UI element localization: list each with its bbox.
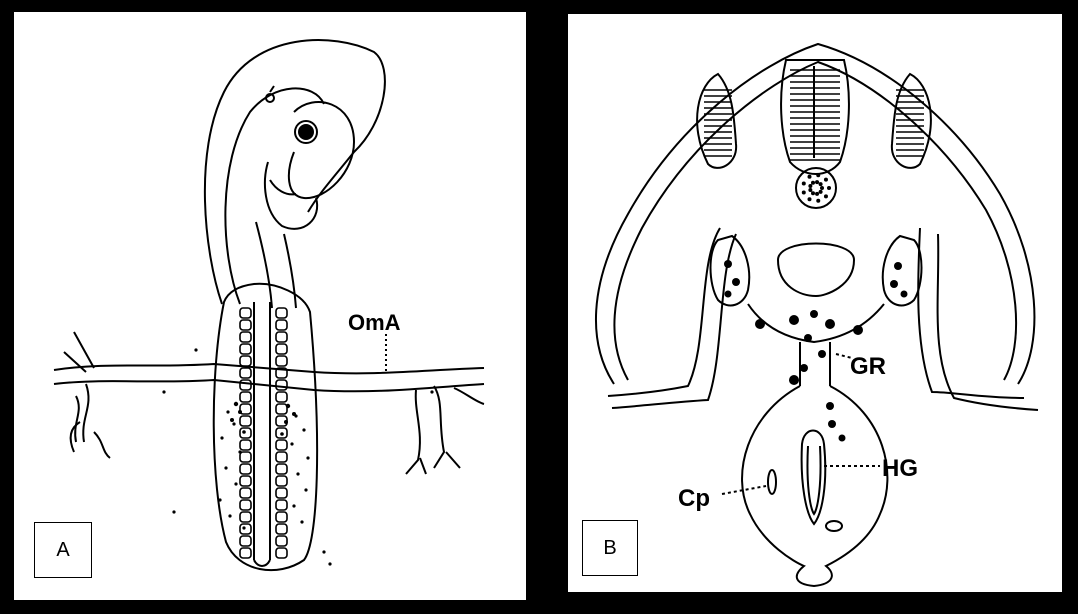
somite	[276, 404, 287, 414]
panel-b-label: B	[582, 520, 638, 576]
somite	[240, 332, 251, 342]
notochord-dot	[819, 190, 823, 194]
somite	[276, 512, 287, 522]
somite	[240, 476, 251, 486]
panel-b: GR HG Cp B	[568, 14, 1062, 592]
somite	[276, 536, 287, 546]
notochord-dot	[808, 188, 812, 192]
notochord-dot	[815, 192, 819, 196]
notochord-dot	[802, 190, 806, 194]
somite	[276, 548, 287, 558]
somite	[276, 344, 287, 354]
notochord-dot	[808, 197, 812, 201]
somite	[276, 320, 287, 330]
somite	[276, 332, 287, 342]
somite	[240, 536, 251, 546]
notochord-dot	[824, 178, 828, 182]
somite	[240, 416, 251, 426]
somite	[240, 428, 251, 438]
somite	[276, 452, 287, 462]
somite	[240, 524, 251, 534]
notochord-dot	[811, 191, 815, 195]
notochord-dot	[811, 181, 815, 185]
somite	[276, 464, 287, 474]
somite	[240, 548, 251, 558]
notochord-dots	[802, 173, 831, 203]
somite	[240, 320, 251, 330]
somites	[240, 308, 287, 558]
somite	[276, 392, 287, 402]
notochord-dot	[819, 182, 823, 186]
notochord-dot	[808, 184, 812, 188]
embryo-dorsal-view-drawing: OmA	[14, 12, 526, 600]
notochord-dot	[816, 199, 820, 203]
somite	[240, 488, 251, 498]
somite	[276, 500, 287, 510]
somite	[240, 512, 251, 522]
notochord-dot	[816, 173, 820, 177]
embryo-head-features	[266, 86, 317, 143]
somite	[276, 440, 287, 450]
label-cp: Cp	[678, 485, 710, 512]
somite	[240, 368, 251, 378]
notochord-dot	[815, 180, 819, 184]
somite	[240, 500, 251, 510]
embryo-body	[205, 40, 385, 570]
notochord-dot	[808, 175, 812, 179]
notochord-dot	[827, 186, 831, 190]
panel-a: OmA A	[14, 12, 526, 600]
somite	[240, 308, 251, 318]
somite	[276, 356, 287, 366]
somite	[240, 356, 251, 366]
somite	[276, 524, 287, 534]
notochord-dot	[824, 194, 828, 198]
somite	[240, 452, 251, 462]
germ-cells	[724, 260, 908, 442]
label-gr: GR	[850, 353, 886, 380]
panel-a-label: A	[34, 522, 92, 578]
somite	[240, 392, 251, 402]
somite	[276, 476, 287, 486]
notochord-dot	[820, 186, 824, 190]
somite	[276, 380, 287, 390]
somite	[276, 308, 287, 318]
label-hg: HG	[882, 455, 918, 482]
somite	[240, 440, 251, 450]
embryo-cross-section-drawing: GR HG Cp	[568, 14, 1062, 592]
somite	[240, 344, 251, 354]
label-oma: OmA	[348, 310, 401, 335]
somite	[276, 488, 287, 498]
somite	[240, 380, 251, 390]
somite	[240, 464, 251, 474]
notochord-dot	[802, 182, 806, 186]
